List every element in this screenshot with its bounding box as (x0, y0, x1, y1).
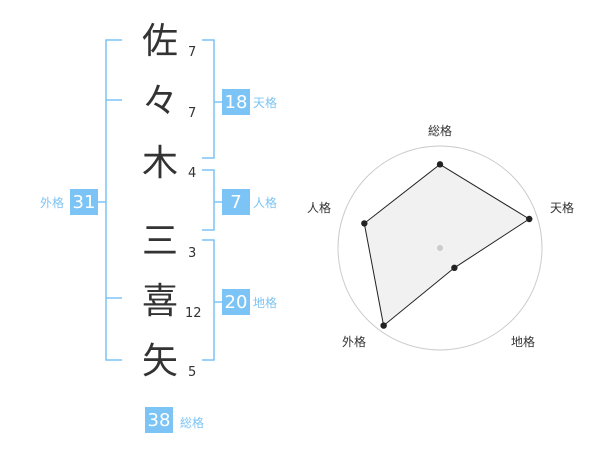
jinkaku-label: 人格 (253, 196, 278, 210)
chikaku-bracket (202, 239, 215, 361)
gaikaku-label: 外格 (40, 196, 65, 210)
chikaku-label: 地格 (253, 296, 278, 310)
name-char-2: 々 (141, 81, 178, 122)
radar-point (451, 264, 458, 272)
gaikaku-value: 31 (70, 189, 98, 215)
radar-center-dot (437, 245, 443, 251)
chikaku-value: 20 (222, 289, 250, 315)
radar-axis-label-jinkaku: 人格 (307, 201, 332, 215)
name-char-6: 矢 (141, 341, 178, 382)
stroke-count-3: 4 (188, 166, 197, 181)
name-char-1: 佐 (141, 21, 178, 62)
radar-axis-label-tenkaku: 天格 (550, 201, 575, 215)
stroke-count-1: 7 (188, 45, 197, 60)
radar-point (380, 322, 387, 329)
stroke-count-2: 7 (188, 106, 197, 121)
jinkaku-bracket (202, 169, 215, 231)
radar-axis-label-chikaku: 地格 (511, 335, 536, 349)
stroke-count-6: 5 (188, 365, 197, 380)
soukaku-value: 38 (145, 407, 173, 433)
stroke-count-4: 3 (188, 246, 197, 261)
radar-axis-label-soukaku: 総格 (428, 124, 453, 138)
radar-points (361, 161, 533, 329)
radar-point (361, 220, 368, 227)
radar-axis-label-gaikaku: 外格 (342, 335, 367, 349)
radar-point (526, 215, 533, 223)
stroke-count-5: 12 (185, 306, 202, 321)
name-char-3: 木 (141, 143, 178, 184)
radar-point (436, 161, 444, 168)
tenkaku-value: 18 (222, 89, 250, 115)
tenkaku-bracket (202, 39, 215, 159)
radar-polygon (363, 163, 531, 327)
name-char-5: 喜 (141, 281, 178, 322)
gaikaku-bracket (105, 39, 122, 361)
name-char-4: 三 (141, 221, 178, 262)
soukaku-label: 総格 (180, 416, 205, 430)
jinkaku-value: 7 (222, 189, 250, 215)
tenkaku-label: 天格 (253, 96, 278, 110)
